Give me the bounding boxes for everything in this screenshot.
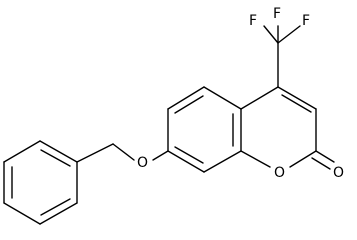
atom-label-f2: F <box>249 13 257 29</box>
benzyloxy-linker-bonds <box>76 143 169 163</box>
bond-c5-c6 <box>167 86 205 110</box>
bond-c8-c8a <box>203 150 242 173</box>
bond-c4a-c5 <box>203 86 242 110</box>
chemical-structure-diagram: F F F O O O <box>3 6 344 225</box>
carbonyl-bonds <box>311 150 335 170</box>
bond-c4-c3-double <box>277 86 317 110</box>
pyranone-ring-bonds <box>240 86 317 168</box>
bond-c2-o1 <box>289 150 317 168</box>
phenyl-bond-1-inner <box>40 149 71 167</box>
atom-label-f3: F <box>302 13 310 29</box>
phenyl-bond-5-inner <box>40 198 71 216</box>
bond-c2-o-carbonyl <box>315 150 335 163</box>
bond-o-ether-ch2 <box>112 143 135 161</box>
phenyl-ring-bonds <box>3 140 78 225</box>
bond-c4-c4a <box>240 86 279 110</box>
bond-ch2-phenyl <box>76 143 114 163</box>
atom-label-ring-oxygen: O <box>274 165 285 181</box>
atom-label-carbonyl-oxygen: O <box>333 165 344 181</box>
bond-c5-c6-inner <box>174 95 204 114</box>
bond-c7-c8 <box>167 150 205 173</box>
trifluoromethyl-bonds <box>263 25 301 88</box>
bond-c7-o-ether <box>152 150 169 161</box>
phenyl-bond-1 <box>39 140 78 163</box>
bond-c-f3 <box>277 25 301 44</box>
atom-label-ether-oxygen: O <box>137 155 148 171</box>
bond-c4-c3-inner <box>281 94 312 113</box>
bond-c-f2 <box>263 25 279 44</box>
bond-o1-c8a <box>240 150 271 168</box>
phenyl-bond-5 <box>39 202 78 225</box>
atom-label-f1: F <box>273 6 281 22</box>
bond-c7-c8-inner <box>174 146 204 164</box>
benzo-ring-bonds <box>167 86 242 173</box>
bond-c2-o-carbonyl-second <box>311 157 331 170</box>
phenyl-bond-2 <box>3 140 41 163</box>
phenyl-bond-4 <box>3 202 41 225</box>
